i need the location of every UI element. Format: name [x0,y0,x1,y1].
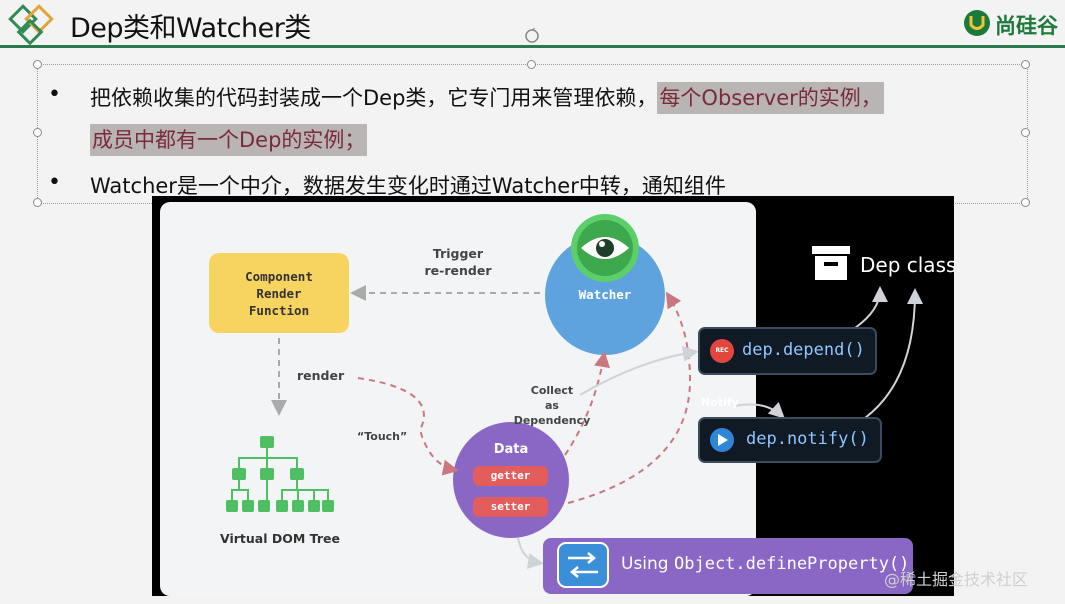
define-prefix: Using [621,554,674,574]
component-label-line3: Function [248,303,310,318]
brand-logo-icon [962,8,992,38]
component-label: Component Render Function [209,268,349,319]
dep-class-box-icon [812,246,850,280]
bullet-marker-1: • [48,82,61,107]
bullet-1-text-a: 把依赖收集的代码封装成一个Dep类，它专门用来管理依赖， [90,86,658,110]
resize-handle-tl[interactable] [33,60,42,69]
notify-to-class-arrow [864,288,923,419]
component-render-function-box [209,253,349,333]
brand-name: 尚硅谷 [995,14,1058,38]
logo-icon [8,2,58,48]
resize-handle-bl[interactable] [33,198,42,207]
component-label-line2: Render [256,286,302,301]
define-property-panel [543,538,913,594]
vdom-label: Virtual DOM Tree [220,531,340,546]
resize-handle-mr[interactable] [1021,128,1030,137]
rec-label: REC [715,347,729,354]
dep-notify-box [698,417,882,463]
resize-handle-tr[interactable] [1021,60,1030,69]
bullet-text-1: 把依赖收集的代码封装成一个Dep类，它专门用来管理依赖，每个Observer的实… [90,82,884,114]
collect-label-line2: as Dependency [513,399,591,427]
collect-label: Collect as Dependency [506,383,598,428]
render-label: render [297,368,345,383]
trigger-label-line2: re-render [424,263,492,278]
bullet-text-2: Watcher是一个中介，数据发生变化时通过Watcher中转，通知组件 [90,174,726,198]
component-label-line1: Component [245,269,313,284]
bullet-text-1-continued: 成员中都有一个Dep的实例； [90,124,368,156]
setter-label: setter [490,500,531,513]
notify-link-arrow [734,401,785,419]
bullet-1-highlight-b: 成员中都有一个Dep的实例； [90,124,368,156]
bullet-marker-2: • [48,170,61,195]
bullet-1-highlight-a: 每个Observer的实例， [657,82,884,114]
rotate-handle-icon[interactable] [524,27,540,44]
collect-label-line1: Collect [530,384,574,397]
touch-label: “Touch” [357,430,408,443]
getter-pill [473,466,548,486]
getter-label: getter [490,469,531,482]
watcher-label: Watcher [578,287,632,302]
depend-link-arrow [579,345,699,396]
record-icon [710,339,734,363]
resize-handle-br[interactable] [1021,198,1030,207]
resize-handle-tm[interactable] [527,60,536,69]
watcher-circle [545,235,665,355]
data-label: Data [493,442,529,457]
trigger-label-line1: Trigger [432,246,484,261]
trigger-label: Trigger re-render [418,245,498,279]
swap-arrows-icon [557,542,609,588]
define-code: Object.defineProperty() [674,554,910,574]
dep-notify-label: dep.notify() [746,429,869,449]
setter-pill [473,497,548,517]
dep-depend-box [698,327,877,375]
define-property-label: Using Object.defineProperty() [621,554,909,574]
collect-arrow [564,351,610,456]
page-title: Dep类和Watcher类 [70,13,311,44]
notify-label: Notify [701,396,739,409]
virtual-dom-tree-icon [226,436,334,512]
dep-depend-label: dep.depend() [742,340,865,360]
define-arrow [517,537,544,569]
watermark: @稀土掘金技术社区 [884,570,1029,589]
header-divider [0,45,1065,48]
touch-arrow [357,377,459,476]
resize-handle-ml[interactable] [33,128,42,137]
depend-to-class-arrow [854,286,888,329]
dep-class-label: Dep class [860,253,957,277]
notify-arrow [567,291,692,504]
